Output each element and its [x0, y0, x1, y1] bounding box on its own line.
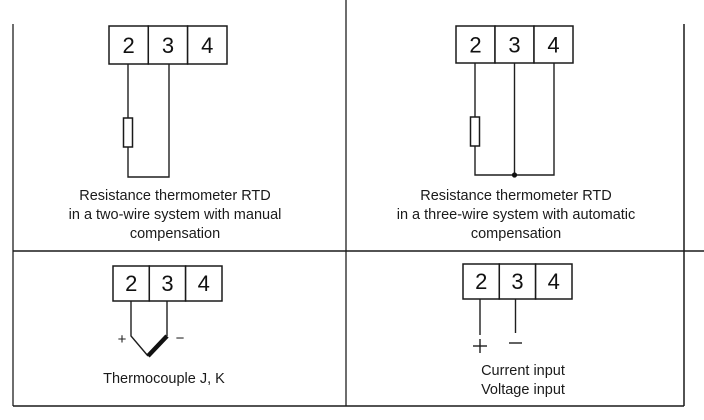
resistor-icon [122, 117, 134, 148]
terminal-4 [533, 25, 574, 64]
terminal-label: 2 [469, 33, 481, 58]
cell-current-voltage: 2 3 4 Current input Voltage input [462, 263, 573, 398]
cell-thermocouple: 2 3 4 + − Thermocouple J, K [103, 265, 225, 387]
caption-line: Thermocouple J, K [103, 371, 225, 387]
caption-line: Resistance thermometer RTD [420, 188, 612, 204]
terminal-label: 4 [201, 33, 213, 58]
terminal-block: 2 3 4 [455, 25, 574, 64]
terminal-label: 2 [475, 269, 487, 294]
plus-sign: + [118, 331, 127, 348]
terminal-label: 3 [162, 33, 174, 58]
caption-line: compensation [130, 226, 220, 242]
terminal-label: 3 [161, 271, 173, 296]
caption-line: Resistance thermometer RTD [79, 188, 271, 204]
rtd-circuit [122, 64, 170, 178]
caption-line: in a two-wire system with manual [69, 207, 282, 223]
caption-line: Current input [481, 363, 565, 379]
thermocouple-negative-leg [146, 334, 169, 358]
terminal-label: 4 [548, 269, 560, 294]
terminal-4 [184, 265, 223, 302]
cell-rtd-two-wire: 2 3 4 Resistance thermometer RTD in a tw… [69, 25, 282, 242]
caption-line: Voltage input [481, 382, 565, 398]
terminal-label: 3 [511, 269, 523, 294]
junction-dot-icon [511, 172, 518, 178]
terminal-4 [186, 25, 228, 65]
plus-sign-icon [473, 339, 487, 353]
terminal-block: 2 3 4 [462, 263, 573, 300]
terminal-block: 2 3 4 [108, 25, 228, 65]
rtd-circuit [469, 63, 555, 178]
cell-rtd-three-wire: 2 3 4 Resistance thermometer RTD in a th… [397, 25, 636, 242]
terminal-label: 2 [122, 33, 134, 58]
terminal-label: 3 [508, 33, 520, 58]
caption-line: compensation [471, 226, 561, 242]
terminal-label: 4 [198, 271, 210, 296]
terminal-block: 2 3 4 [112, 265, 223, 302]
terminal-3 [494, 25, 535, 64]
minus-sign: − [176, 330, 185, 347]
caption-line: in a three-wire system with automatic [397, 207, 636, 223]
resistor-icon [469, 116, 481, 147]
terminal-3 [498, 263, 537, 300]
wire-loop [127, 64, 170, 178]
wire-positive [130, 301, 149, 357]
terminal-label: 2 [125, 271, 137, 296]
terminal-4 [534, 263, 573, 300]
table-grid [12, 0, 704, 407]
thermocouple-icon [130, 301, 169, 358]
terminal-label: 4 [547, 33, 559, 58]
